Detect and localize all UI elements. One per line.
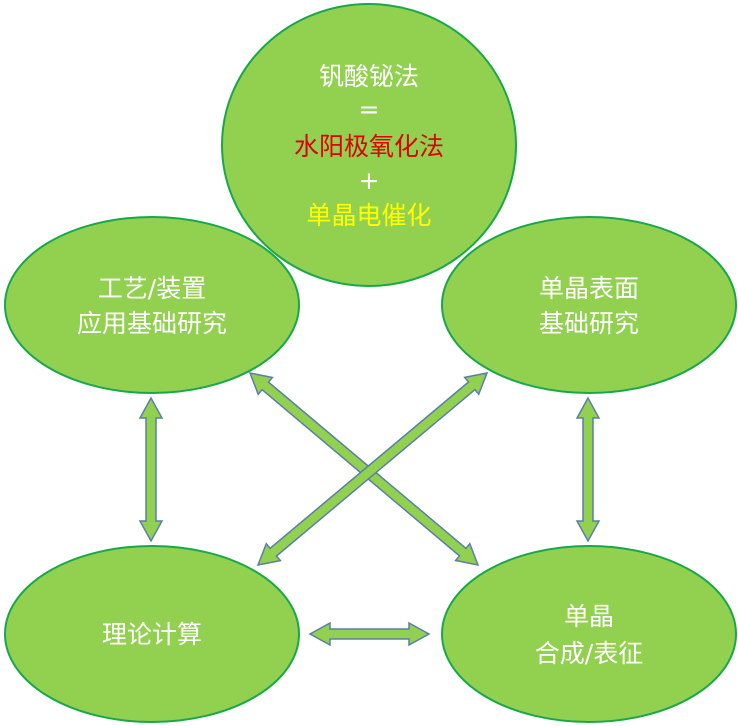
- node-top-line2: =: [359, 95, 380, 124]
- node-top-line3: 水阳极氧化法: [294, 132, 444, 161]
- arrow-top-right-to-bottom-left: [256, 372, 489, 566]
- node-top-right-line1: 单晶表面: [539, 274, 639, 303]
- node-top-line5: 单晶电催化: [306, 201, 431, 230]
- node-top-left-line2: 应用基础研究: [77, 309, 227, 338]
- arrow-bottom-left-to-bottom-right: [308, 621, 431, 647]
- node-top-left-line1: 工艺/装置: [98, 274, 206, 303]
- arrow-top-left-to-bottom-left: [138, 396, 164, 543]
- node-top-right-line2: 基础研究: [539, 309, 639, 338]
- node-bottom-left-line1: 理论计算: [102, 620, 202, 649]
- arrows-layer: [138, 371, 601, 647]
- node-bottom-right: [441, 545, 737, 723]
- node-bottom-right-line1: 单晶: [564, 602, 614, 631]
- node-top: [221, 3, 517, 287]
- node-bottom-left: [4, 545, 300, 723]
- node-bottom-right-line2: 合成/表征: [535, 639, 643, 668]
- node-top-line4: +: [359, 166, 380, 195]
- node-top-right: [441, 216, 737, 394]
- node-top-left: [4, 216, 300, 394]
- node-top-line1: 钒酸铋法: [319, 62, 419, 91]
- arrow-top-right-to-bottom-right: [575, 396, 601, 543]
